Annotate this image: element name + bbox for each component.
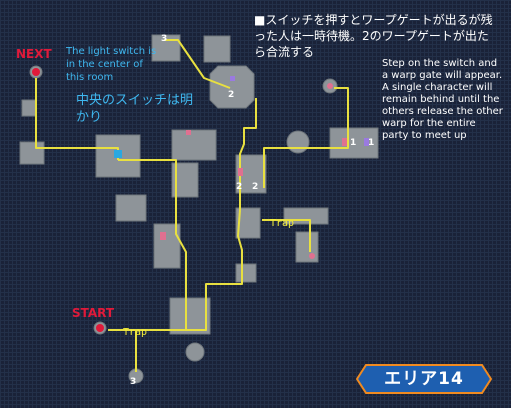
left-strip-top <box>21 99 37 117</box>
trap-label-lower: Trap <box>123 327 148 338</box>
switch-marker-central <box>238 168 243 176</box>
left-strip-bottom <box>19 141 45 165</box>
light-switch-note-jp: 中央のスイッチは明かり <box>76 93 194 125</box>
route-central-up <box>239 98 257 210</box>
warp-note-jp: ■スイッチを押すとワープゲートが出るが残った人は一時待機。2のワープゲートが出た… <box>254 13 493 59</box>
warp-number-gate: 2 <box>252 182 259 192</box>
warp-marker-octagon <box>230 76 235 81</box>
switch-marker-north <box>186 130 191 135</box>
warp-number-bottom: 3 <box>130 377 137 387</box>
south-mid-room <box>235 263 257 283</box>
light-switch-marker <box>114 150 122 158</box>
next-marker <box>32 68 40 76</box>
switch-marker-east-1 <box>342 138 347 146</box>
switch-room <box>95 134 141 178</box>
west-block-room <box>115 194 147 222</box>
right-warp-room <box>329 127 379 159</box>
route-south-loop <box>176 209 243 331</box>
warp-marker-east <box>309 253 315 259</box>
warp-number-top: 3 <box>161 34 168 44</box>
markers <box>32 68 369 332</box>
route-top <box>164 39 231 89</box>
switch-marker-east-2 <box>364 138 369 146</box>
next-label: NEXT <box>16 47 52 61</box>
east-lower-room <box>295 231 319 263</box>
warp-note-en: Step on the switch and a warp gate will … <box>382 58 503 141</box>
warp-number-right-2: 1 <box>368 138 375 148</box>
area-badge-label: エリア14 <box>384 369 464 389</box>
warp-number-mid-a: 2 <box>236 182 243 192</box>
start-marker <box>96 324 104 332</box>
route-switch-to-start <box>108 159 187 331</box>
trap-label-upper: Trap <box>270 218 295 229</box>
upper-mid-room <box>171 129 217 161</box>
route-trap-east <box>262 219 311 252</box>
area-badge: エリア14 <box>355 364 493 394</box>
switch-marker-west <box>160 232 166 240</box>
warp-number-mid-b: 2 <box>228 90 235 100</box>
south-main-room <box>169 297 211 335</box>
start-label: START <box>72 306 115 320</box>
south-round-room <box>185 342 205 362</box>
top-mid-small-room <box>203 35 231 63</box>
round-room <box>286 130 310 154</box>
warp-marker-northeast <box>327 83 333 89</box>
area-badge-frame <box>355 364 493 394</box>
warp-number-right-1: 1 <box>350 138 357 148</box>
octagon-room <box>209 65 255 109</box>
light-switch-note-en: The light switch is in the center of thi… <box>66 46 157 83</box>
route-east-branch <box>263 87 349 188</box>
